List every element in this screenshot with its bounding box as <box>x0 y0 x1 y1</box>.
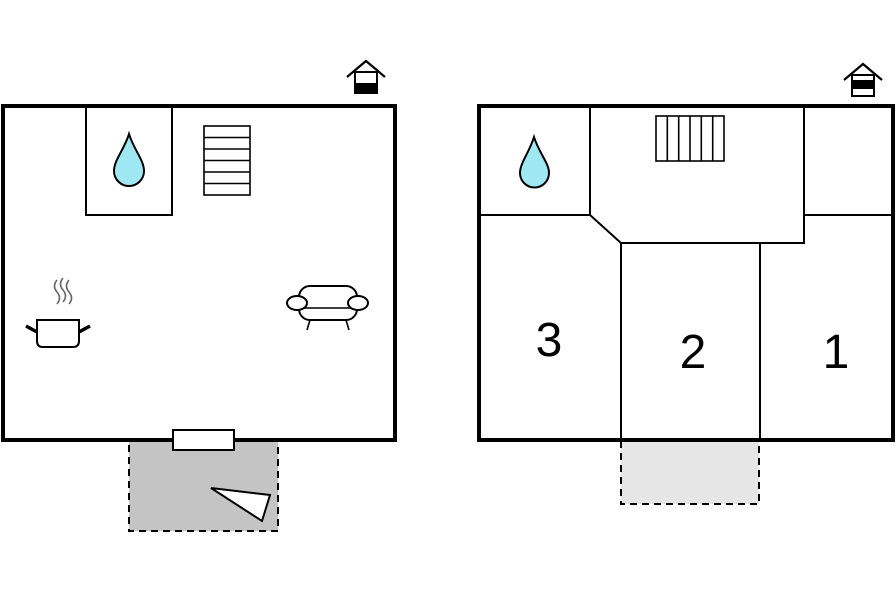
cooking-pot-icon <box>25 277 91 348</box>
floor-level-icon <box>843 62 883 97</box>
ground-bathroom <box>85 105 173 216</box>
upper-interior-walls <box>479 106 893 440</box>
upper-floor-plan: 3 2 1 <box>477 62 895 505</box>
floor-level-icon <box>346 59 386 94</box>
water-drop-icon <box>112 130 146 187</box>
stairs-icon <box>203 125 251 196</box>
stairs-icon <box>655 115 725 162</box>
sofa-icon <box>286 285 369 331</box>
compass-icon <box>210 487 272 523</box>
room-number-3: 3 <box>536 314 563 367</box>
water-drop-icon <box>518 133 551 189</box>
ground-floor-plan <box>1 59 397 532</box>
ground-outer-walls <box>1 104 397 442</box>
room-number-1: 1 <box>823 326 850 379</box>
room-number-2: 2 <box>680 326 707 379</box>
entrance-door[interactable] <box>172 429 235 451</box>
upper-outer-walls <box>477 104 895 442</box>
upper-balcony <box>620 439 760 505</box>
